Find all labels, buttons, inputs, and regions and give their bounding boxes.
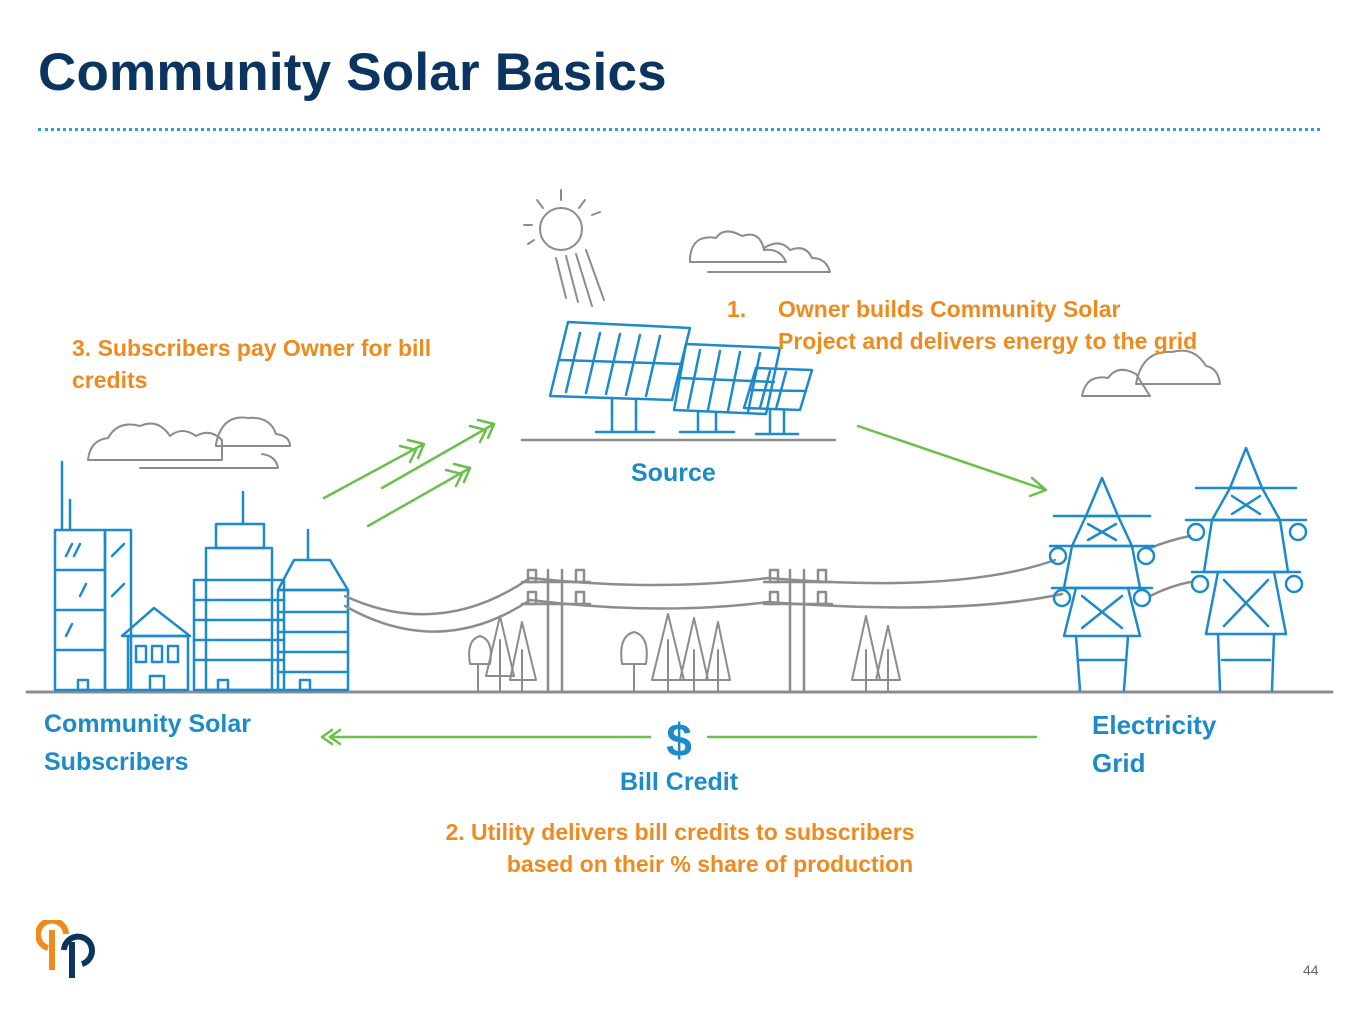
step1-line2: Project and delivers energy to the grid (778, 328, 1198, 354)
page-number: 44 (1303, 962, 1319, 978)
building-icon (276, 528, 350, 692)
grid-label-line2: Grid (1092, 748, 1145, 778)
transmission-tower-icon (1048, 476, 1156, 692)
cloud-icon (1081, 349, 1221, 397)
step3-line2: credits (72, 367, 148, 393)
solar-panel-icon (520, 320, 837, 442)
step3-line1: 3. Subscribers pay Owner for bill (72, 335, 432, 361)
step2-note: 2. Utility delivers bill credits to subs… (380, 816, 980, 880)
transmission-tower-icon (1184, 446, 1308, 692)
sun-icon (523, 189, 605, 307)
step2-line2: based on their % share of production (506, 851, 914, 877)
subscribers-label-line1: Community Solar (44, 710, 251, 738)
tree-icon (620, 613, 731, 691)
slide-title: Community Solar Basics (38, 43, 667, 102)
subscribers-label-line2: Subscribers (44, 748, 189, 776)
arrow-icon (320, 728, 1038, 746)
step1-line1: Owner builds Community Solar (778, 296, 1121, 322)
tree-icon (468, 615, 537, 691)
arrow-icon (322, 418, 496, 528)
building-icon (53, 460, 133, 692)
logo-icon (36, 920, 95, 978)
utility-pole-icon (762, 568, 834, 692)
utility-pole-icon (520, 568, 592, 692)
arrow-icon (856, 424, 1048, 498)
tree-icon (851, 615, 901, 691)
dollar-icon: $ (666, 714, 692, 766)
cloud-icon (689, 230, 831, 273)
source-label: Source (631, 459, 716, 487)
building-icon (192, 490, 286, 692)
bill-credit-label: Bill Credit (620, 768, 739, 796)
title-divider (38, 128, 1320, 131)
cloud-icon (87, 416, 291, 469)
step2-line1: 2. Utility delivers bill credits to subs… (445, 819, 915, 845)
step3-note: 3. Subscribers pay Owner for bill credit… (72, 332, 502, 396)
step1-number: 1. (727, 296, 747, 322)
grid-label-line1: Electricity (1092, 710, 1217, 740)
house-icon (120, 606, 192, 692)
